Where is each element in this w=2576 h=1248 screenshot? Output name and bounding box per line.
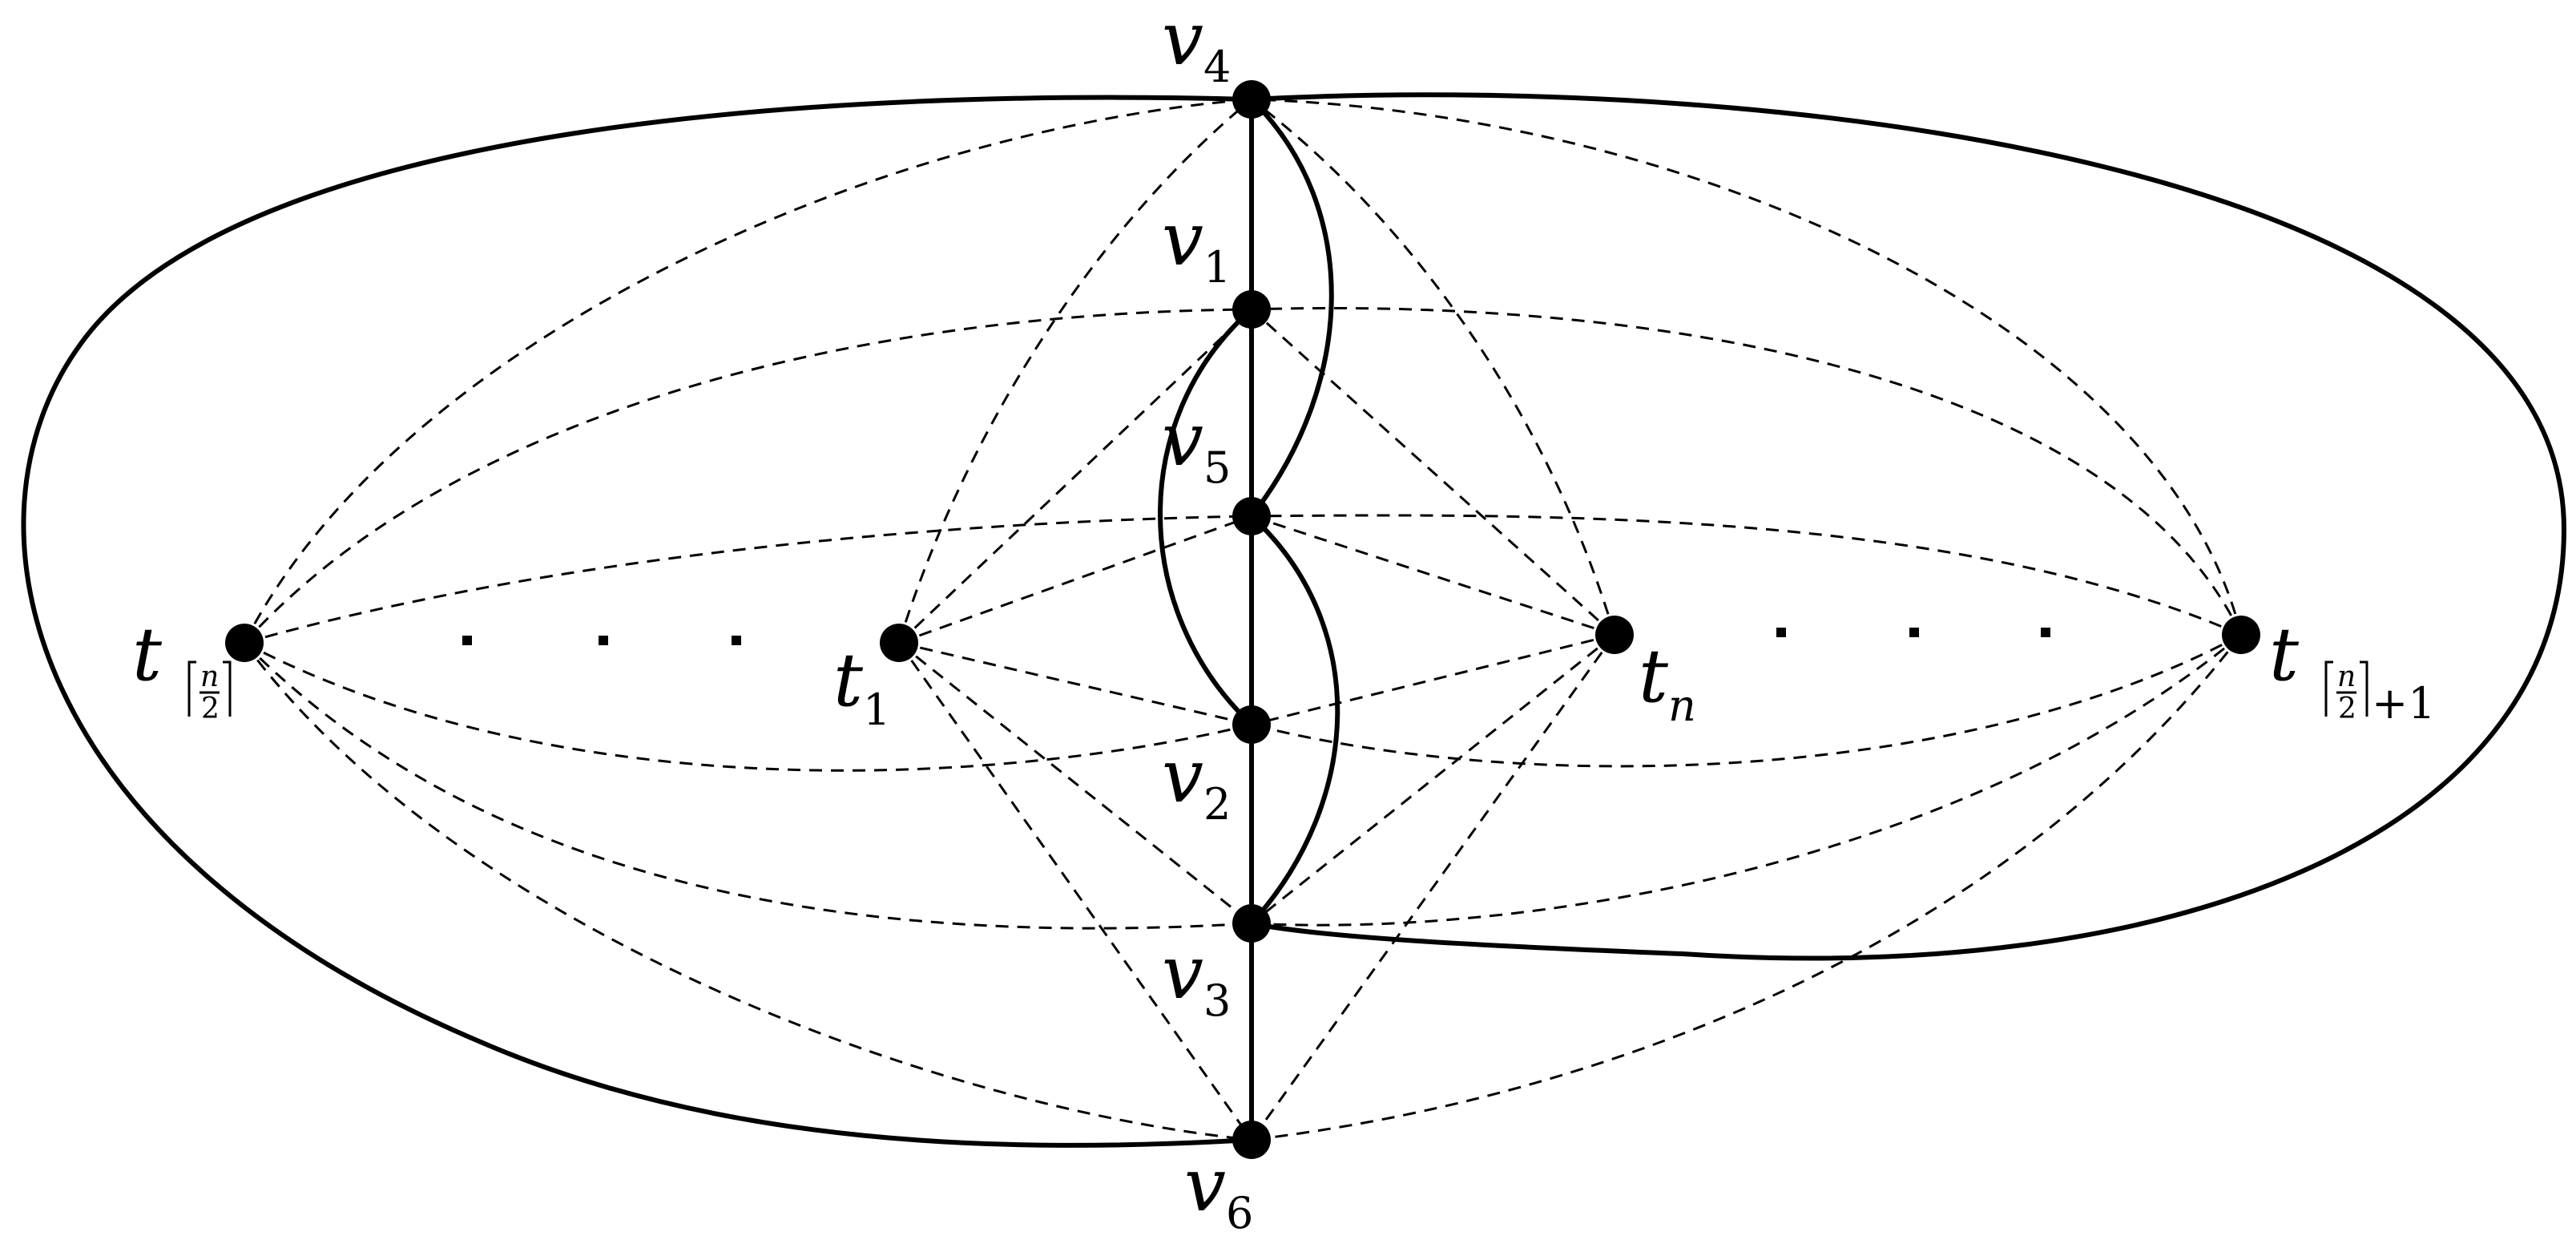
edge-t1-v2 [898, 641, 1252, 726]
edge-tn-v2 [1251, 633, 1615, 726]
vertex-v1 [1232, 290, 1271, 329]
edge-tceil-v2 [244, 641, 1252, 772]
vertex-v6 [1232, 1121, 1271, 1159]
edge-v4-t-ceil-v6 [21, 95, 1254, 1148]
fraction-denominator: 2 [201, 693, 220, 725]
label-base: t [2269, 612, 2300, 697]
ellipsis-dot [1776, 628, 1786, 637]
label-t1: t1 [833, 637, 890, 735]
label-sub: 4 [1203, 42, 1231, 92]
vertex-t-ceil1 [2222, 616, 2260, 654]
label-base: v [1184, 1142, 1226, 1228]
edge-t1-v4 [897, 98, 1252, 644]
fraction-numerator: n [200, 660, 219, 693]
edge-v5-v3 [1249, 514, 1340, 926]
edge-tceil1-v6 [1251, 634, 2243, 1141]
fraction-denominator: 2 [2338, 693, 2356, 725]
label-v1: v1 [1162, 196, 1231, 293]
fraction-numerator: n [2337, 660, 2356, 693]
edge-tceil1-v4 [1251, 98, 2243, 636]
edge-tceil-v4 [243, 98, 1252, 644]
edge-v4-v5 [1249, 97, 1334, 519]
edge-t1-v1 [897, 308, 1253, 644]
edge-tn-v5 [1251, 515, 1615, 636]
ellipsis-dot [462, 636, 472, 645]
vertex-v4 [1232, 80, 1271, 119]
edge-tceil1-v5 [1251, 514, 2242, 636]
label-base: t [132, 612, 163, 697]
edge-tceil-v5 [244, 515, 1252, 644]
solid-edges [21, 92, 2567, 1148]
ellipsis-dot [599, 636, 608, 645]
labels: v4 v1 v5 v2 v3 v6 t1 tn t [132, 0, 2436, 1238]
label-v4: v4 [1162, 0, 1231, 92]
ellipsis-right [1776, 628, 2050, 637]
edge-tceil-v6 [243, 642, 1252, 1141]
edge-tceil1-v3 [1251, 633, 2242, 927]
ceil-bracket-right [223, 660, 232, 717]
label-sub: n [1668, 681, 1696, 731]
edge-v4-t-ceil1-v3 [1249, 92, 2567, 961]
edge-tceil1-v1 [1251, 307, 2243, 636]
edge-tceil1-v2 [1251, 633, 2242, 768]
edge-t1-v3 [898, 641, 1252, 925]
label-tn: tn [1639, 633, 1696, 731]
edge-tceil-v1 [243, 308, 1252, 644]
vertex-t1 [880, 624, 918, 662]
edge-t1-v6 [897, 642, 1253, 1141]
edge-v1-v2 [1158, 307, 1254, 727]
edge-tceil-v3 [243, 641, 1252, 930]
label-v6: v6 [1184, 1142, 1253, 1238]
ceil-bracket-left [2324, 660, 2333, 717]
label-base: v [1162, 0, 1203, 82]
ceil-bracket-left [187, 660, 196, 717]
vertex-v5 [1232, 497, 1271, 535]
label-base: t [1639, 633, 1669, 719]
label-sub: 2 [1203, 779, 1231, 830]
label-v2: v2 [1162, 733, 1231, 830]
label-sub: 1 [863, 685, 890, 735]
label-t-ceil: t n 2 [132, 612, 232, 725]
label-t-ceil1: t n 2 +1 [2269, 612, 2436, 729]
label-v3: v3 [1162, 930, 1231, 1026]
ellipsis-dot [2041, 628, 2050, 637]
label-v5: v5 [1162, 397, 1231, 493]
ceil-bracket-right [2360, 660, 2368, 717]
edge-tn-v4 [1251, 98, 1616, 636]
vertex-v2 [1232, 705, 1271, 744]
label-base: v [1162, 733, 1203, 819]
ellipsis-dot [732, 636, 741, 645]
ellipsis-dot [1909, 628, 1919, 637]
label-sub: 1 [1203, 242, 1231, 293]
dashed-edges [243, 98, 2243, 1141]
vertices [225, 80, 2260, 1159]
ellipsis-left [462, 636, 741, 645]
label-sub: 5 [1203, 442, 1231, 493]
vertex-v3 [1232, 904, 1271, 943]
edge-t1-v5 [898, 515, 1252, 644]
label-base: v [1162, 397, 1203, 483]
vertex-t-ceil [225, 624, 264, 662]
edge-tn-v3 [1251, 633, 1615, 925]
label-base: t [833, 637, 864, 723]
label-base: v [1162, 930, 1203, 1016]
label-sub: 3 [1203, 975, 1231, 1026]
edge-tn-v1 [1250, 308, 1616, 636]
edge-tn-v6 [1250, 634, 1616, 1141]
vertex-tn [1595, 616, 1634, 654]
label-suffix: +1 [2372, 678, 2436, 729]
label-base: v [1162, 196, 1203, 282]
label-sub: 6 [1226, 1188, 1253, 1238]
